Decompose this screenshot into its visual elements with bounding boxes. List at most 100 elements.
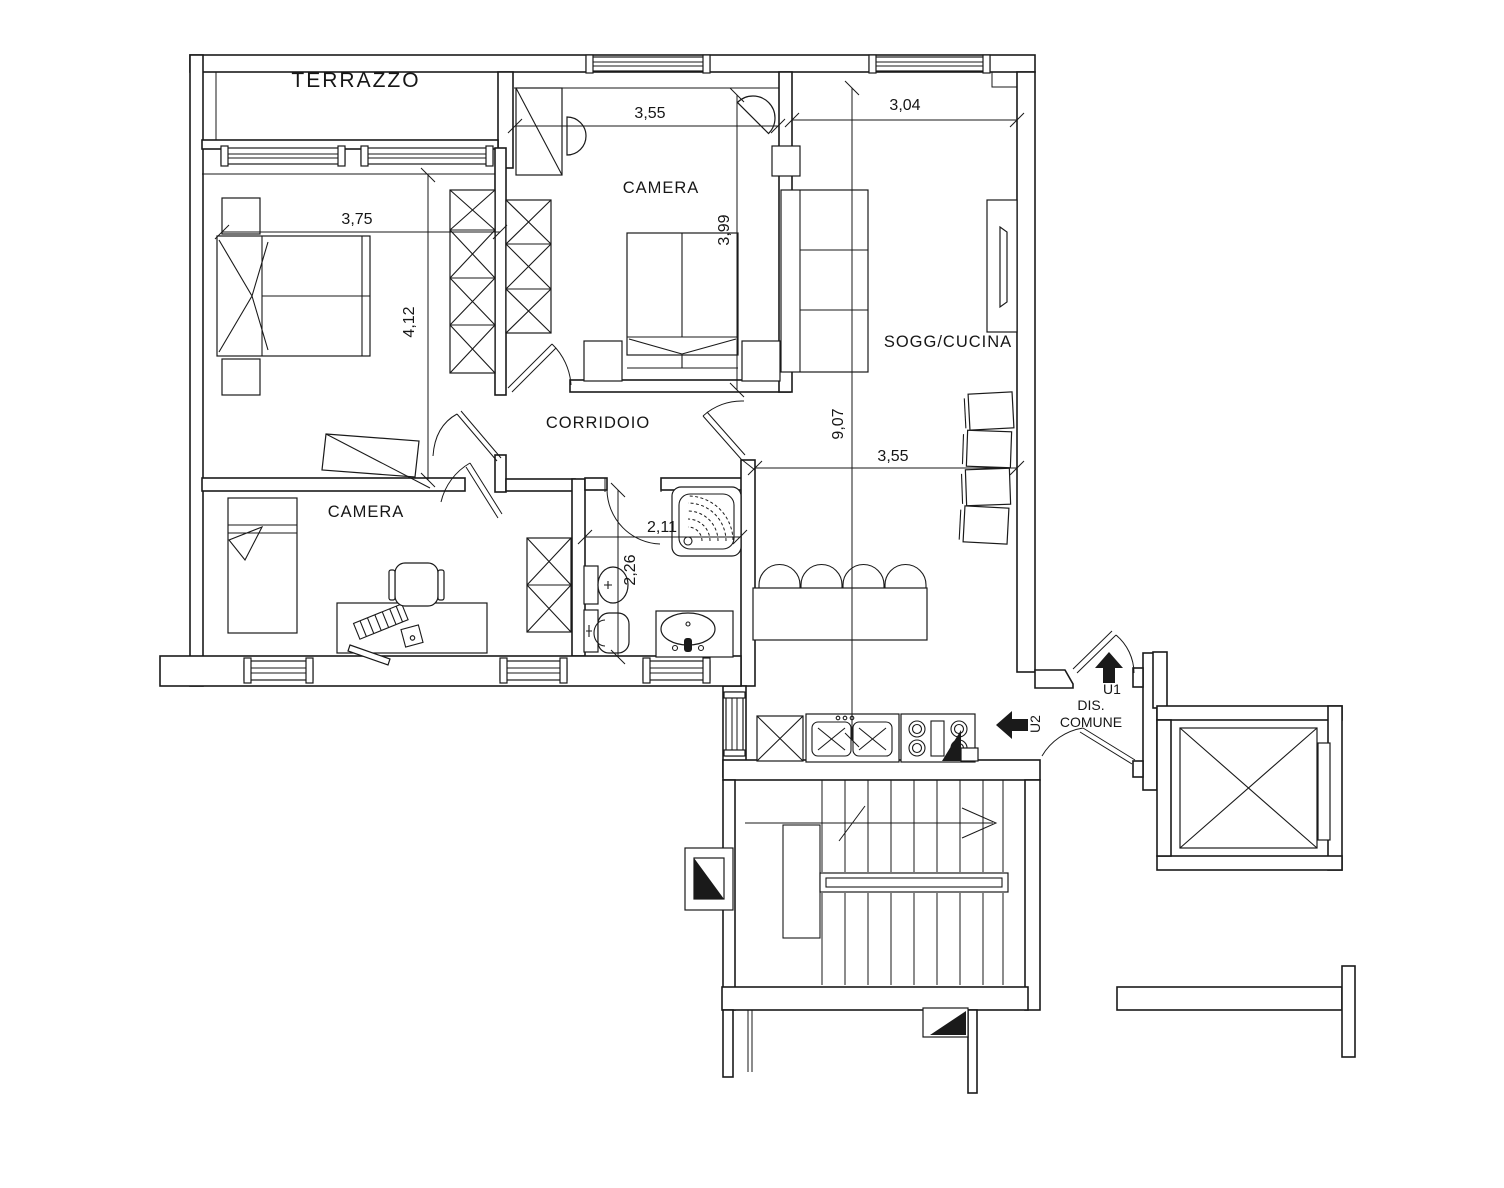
toilet (583, 565, 629, 605)
double-bed (626, 232, 739, 369)
stairwell (684, 780, 1009, 1038)
kitchen-counter (756, 713, 979, 763)
dim-text-bath-height: 2,26 (622, 554, 639, 585)
window-bath (642, 657, 711, 684)
shower (671, 486, 742, 557)
wardrobe (505, 199, 552, 334)
window-terrazzo-a (220, 145, 346, 167)
keyboard-icon (352, 603, 409, 640)
cabinet (756, 715, 804, 762)
dim-text-dining-width: 3,55 (877, 448, 908, 465)
wall-stairhall-top (722, 759, 1041, 781)
dim-text-bath-width: 2,11 (647, 519, 677, 536)
dim-dining-width (747, 460, 1025, 476)
label-dis: DIS. (1077, 697, 1104, 713)
elevator (1179, 727, 1331, 849)
kitchen-sink (805, 713, 900, 763)
furniture-bedroom2 (227, 497, 572, 666)
door-entrance-u1 (1072, 630, 1135, 674)
wall-right (1016, 71, 1036, 673)
landing-area (996, 652, 1123, 739)
corner-element (736, 95, 776, 135)
sink (655, 610, 734, 658)
labels: TERRAZZO CAMERA SOGG/CUCINA CORRIDOIO CA… (291, 69, 1122, 733)
wall-stub-below-right (967, 1009, 978, 1094)
side-chairs (958, 391, 1015, 545)
stair-treads-lower (821, 893, 1004, 985)
window-sogg-top (868, 54, 991, 74)
elevator-cross-icon (1179, 727, 1318, 849)
window-camera-top (585, 54, 711, 74)
window-bedroom2-b (499, 657, 568, 684)
door-soggiorno (702, 400, 756, 471)
window-kitchen (723, 691, 746, 757)
dimension-lines (214, 80, 1025, 748)
dim-camera-width (507, 118, 786, 134)
label-u1: U1 (1103, 681, 1121, 697)
door-camera (507, 343, 572, 393)
room-label-terrazzo: TERRAZZO (291, 69, 420, 92)
wall-shaft-left (1156, 719, 1172, 857)
single-bed (227, 497, 298, 634)
wall-terrazzo-bottom (201, 139, 499, 150)
doors (432, 343, 1136, 765)
wall-lower-return (1341, 965, 1356, 1058)
room-label-camera-bottom: CAMERA (328, 503, 405, 521)
room-label-sogg: SOGG/CUCINA (884, 333, 1012, 351)
bidet (583, 609, 630, 654)
chair-icon (842, 563, 885, 600)
label-u2: U2 (1027, 715, 1043, 733)
door-bedroom1 (432, 410, 502, 462)
section-marker (684, 847, 734, 911)
door-bath (604, 478, 662, 545)
dining-table (752, 563, 928, 641)
wall-lobby-stub-b (1132, 760, 1144, 778)
sofa (780, 189, 869, 373)
wall-bedroom1-east (494, 147, 507, 396)
furniture-bedroom1 (216, 189, 496, 489)
room-label-corridoio: CORRIDOIO (546, 414, 650, 432)
bench-chest (321, 433, 431, 489)
dim-text-sogg-top-width: 3,04 (889, 97, 920, 114)
desk-chair (388, 562, 445, 607)
dim-camera-height (729, 87, 745, 398)
chair-icon (800, 563, 843, 600)
dim-bedroom1-height (420, 167, 436, 488)
pillar (771, 145, 801, 177)
wall-shaft-top (1156, 705, 1343, 721)
tv-cabinet (986, 199, 1018, 333)
counter-end-marker (942, 730, 961, 761)
wall-bath-west (571, 478, 586, 657)
stair-treads-upper (821, 780, 1004, 872)
desk (336, 602, 488, 666)
windows (220, 54, 991, 757)
wall-bedroom1-east-pier (494, 454, 507, 493)
wall-stub-lines (747, 1010, 753, 1072)
dim-text-camera-width: 3,55 (634, 105, 665, 122)
wall-left (189, 54, 204, 687)
door-entrance-u2 (1041, 727, 1136, 765)
nightstand (741, 340, 781, 382)
chair-icon (884, 563, 927, 600)
wall-entry-stub (1034, 669, 1074, 689)
dim-text-bedroom1-height: 4,12 (401, 306, 418, 337)
double-bed (216, 235, 371, 357)
wall-lobby-stub-a (1132, 667, 1144, 688)
wall-bath-east (740, 459, 756, 687)
wall-bedroom1-south (201, 477, 466, 492)
dim-sogg-top-width (784, 112, 1025, 128)
dim-text-sogg-height: 9,07 (830, 408, 847, 439)
dim-bath-width (577, 529, 748, 545)
nightstand (221, 358, 261, 396)
closet-corner (515, 87, 587, 176)
wall-camera-south (569, 379, 791, 393)
tv-icon (999, 225, 1008, 309)
wall-neighbor (1152, 651, 1168, 709)
interior-face-lines (202, 72, 1017, 175)
furniture-camera-top (505, 87, 801, 382)
wall-stub-below-left (722, 1009, 734, 1078)
room-label-camera-top: CAMERA (623, 179, 700, 197)
label-comune: COMUNE (1060, 714, 1122, 730)
furniture-soggiorno (752, 189, 1018, 641)
